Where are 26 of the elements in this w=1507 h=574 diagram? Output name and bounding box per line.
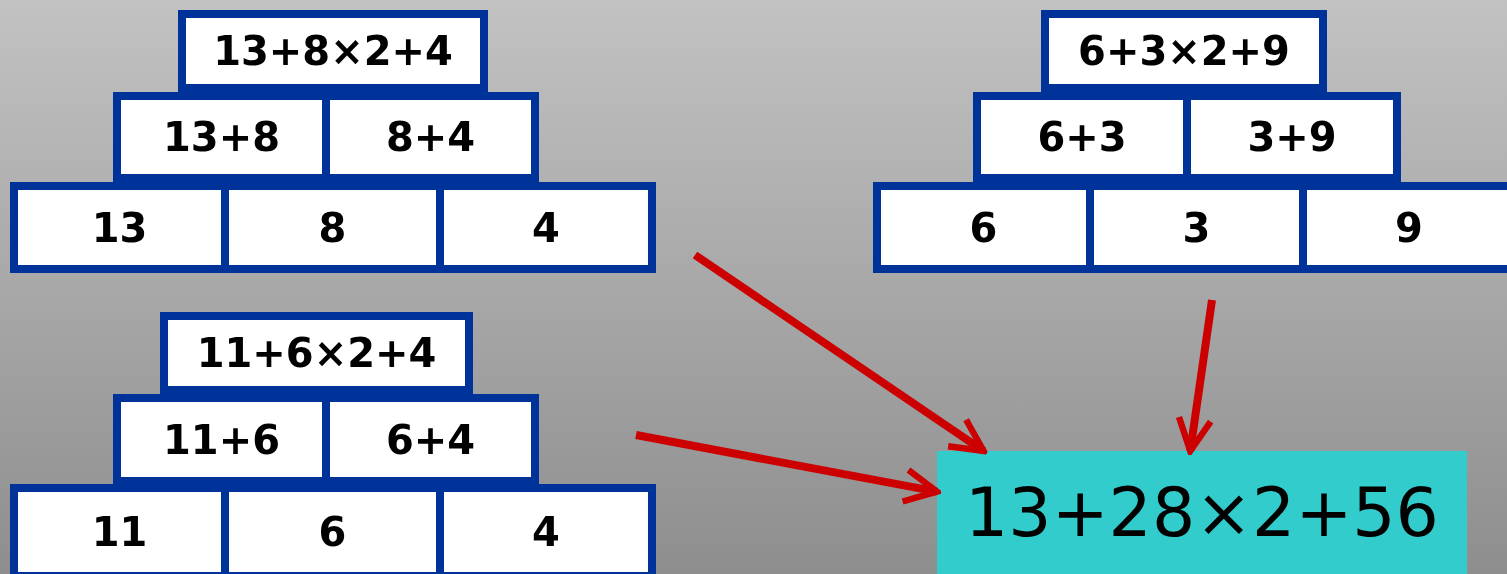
- expression-text: 13+28×2+56: [965, 473, 1439, 552]
- expression-text: 13: [91, 204, 148, 251]
- pyramid-cell: [178, 10, 488, 92]
- expression-text: 9: [1395, 204, 1423, 251]
- pyramid-cell: [160, 312, 473, 394]
- arrow: [635, 431, 941, 505]
- expression-text: 8+4: [385, 114, 476, 160]
- expression-text: 11: [91, 509, 148, 555]
- expression-text: 6+3: [1037, 114, 1127, 160]
- expression-text: 13+8×2+4: [213, 28, 453, 74]
- expression-text: 3: [1182, 204, 1211, 251]
- expression-text: 6: [969, 204, 998, 251]
- expression-text: 4: [532, 204, 560, 251]
- pyramid-cell: [1041, 10, 1327, 92]
- expression-text: 6: [318, 509, 347, 555]
- expression-text: 8: [318, 204, 347, 251]
- result-box: [937, 451, 1467, 574]
- expression-text: 4: [532, 509, 560, 555]
- arrow: [692, 251, 987, 455]
- arrow: [1175, 299, 1216, 455]
- expression-text: 3+9: [1247, 114, 1337, 160]
- expression-text: 6+4: [385, 416, 476, 463]
- expression-text: 6+3×2+9: [1078, 28, 1290, 74]
- expression-text: 11+6: [163, 416, 280, 463]
- expression-text: 13+8: [163, 114, 280, 160]
- expression-text: 11+6×2+4: [196, 330, 437, 376]
